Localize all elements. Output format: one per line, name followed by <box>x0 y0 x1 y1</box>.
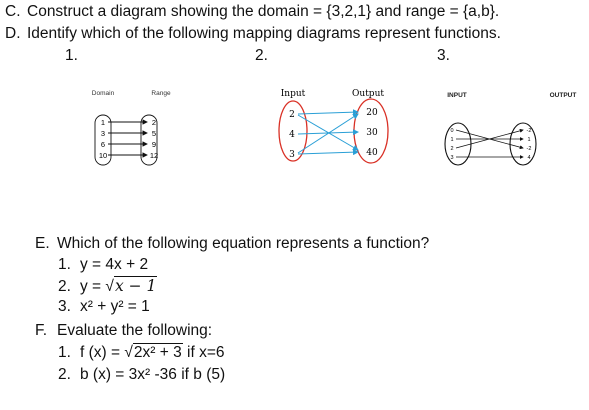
input-value: 1 <box>450 137 453 143</box>
output-oval <box>509 122 537 166</box>
range-oval <box>140 114 158 166</box>
mapping-diagram-3: INPUT OUTPUT 0 1 2 3 -2 1 -2 4 <box>444 92 577 166</box>
question-c-text: Construct a diagram showing the domain =… <box>27 3 500 20</box>
output-title: Output <box>352 89 384 99</box>
output-value: -2 <box>527 128 532 134</box>
domain-value: 6 <box>101 140 105 149</box>
question-e: E. Which of the following equation repres… <box>35 235 429 253</box>
equation-prefix: y = <box>80 278 106 295</box>
mapping-diagram-1: Domain Range 1 3 6 10 2 5 9 12 <box>92 90 171 166</box>
radicand: 2x² + 3 <box>132 343 183 361</box>
mapping-arrow <box>297 109 359 116</box>
evaluate-item: 2. b (x) = 3x² -36 if b (5) <box>58 366 225 384</box>
question-c-letter: C. <box>5 3 21 20</box>
equation-item: 3. x² + y² = 1 <box>58 298 150 316</box>
question-e-letter: E. <box>35 235 50 252</box>
equation-text: x² + y² = 1 <box>80 298 150 315</box>
equation-item: 1. y = 4x + 2 <box>58 256 148 274</box>
output-value: 1 <box>527 137 530 143</box>
evaluate-item: 1. f (x) = √2x² + 3 if x=6 <box>58 343 225 362</box>
range-value: 2 <box>152 118 156 127</box>
range-value: 5 <box>152 129 156 138</box>
input-value: 3 <box>289 150 295 160</box>
expression-suffix: if x=6 <box>182 344 225 361</box>
input-value: 2 <box>450 146 453 152</box>
domain-oval <box>94 114 112 166</box>
question-d-text: Identify which of the following mapping … <box>27 25 501 42</box>
question-f-letter: F. <box>35 322 48 339</box>
input-value: 0 <box>450 128 453 134</box>
domain-value: 10 <box>99 151 107 160</box>
input-value: 4 <box>289 130 295 140</box>
range-title: Range <box>151 90 171 97</box>
output-value: 40 <box>366 148 378 158</box>
output-value: 30 <box>366 128 378 138</box>
range-value: 12 <box>150 151 158 160</box>
output-value: 20 <box>366 108 378 118</box>
question-e-text: Which of the following equation represen… <box>57 235 430 252</box>
range-value: 9 <box>152 140 156 149</box>
question-f: F. Evaluate the following: <box>35 322 212 340</box>
item-number: 2. <box>58 366 71 383</box>
diagram-number-1: 1. <box>65 47 78 64</box>
equation-text: y = 4x + 2 <box>80 256 149 273</box>
input-value: 3 <box>450 155 453 161</box>
mapping-diagram-2: Input Output 2 4 3 20 30 40 <box>278 89 389 164</box>
diagram-number-2: 2. <box>255 47 268 64</box>
sqrt-sign: √ <box>105 278 114 295</box>
question-d-letter: D. <box>5 25 21 42</box>
domain-title: Domain <box>92 90 115 97</box>
input-value: 2 <box>289 110 295 120</box>
question-c: C. Construct a diagram showing the domain… <box>5 3 499 21</box>
output-title: OUTPUT <box>550 92 577 99</box>
question-d: D. Identify which of the following mappin… <box>5 25 501 43</box>
equation-item: 2. y = √x − 1 <box>58 276 158 296</box>
input-oval <box>444 122 472 166</box>
mapping-arrow <box>297 149 359 156</box>
item-number: 3. <box>58 298 71 315</box>
item-number: 1. <box>58 256 71 273</box>
item-number: 1. <box>58 344 71 361</box>
question-f-text: Evaluate the following: <box>57 322 213 339</box>
domain-value: 3 <box>101 129 105 138</box>
expression-prefix: f (x) = <box>80 344 125 361</box>
input-oval <box>278 100 308 162</box>
diagram-number-3: 3. <box>437 47 450 64</box>
item-number: 2. <box>58 278 71 295</box>
input-title: Input <box>281 89 306 99</box>
expression-text: b (x) = 3x² -36 if b (5) <box>80 366 226 383</box>
output-value: 4 <box>527 155 530 161</box>
domain-value: 1 <box>101 118 105 127</box>
output-value: -2 <box>527 146 532 152</box>
input-title: INPUT <box>447 92 467 99</box>
mapping-arrow <box>455 128 524 149</box>
mapping-arrow <box>297 113 359 154</box>
sqrt-sign: √ <box>124 344 133 361</box>
radicand: x − 1 <box>113 276 158 295</box>
